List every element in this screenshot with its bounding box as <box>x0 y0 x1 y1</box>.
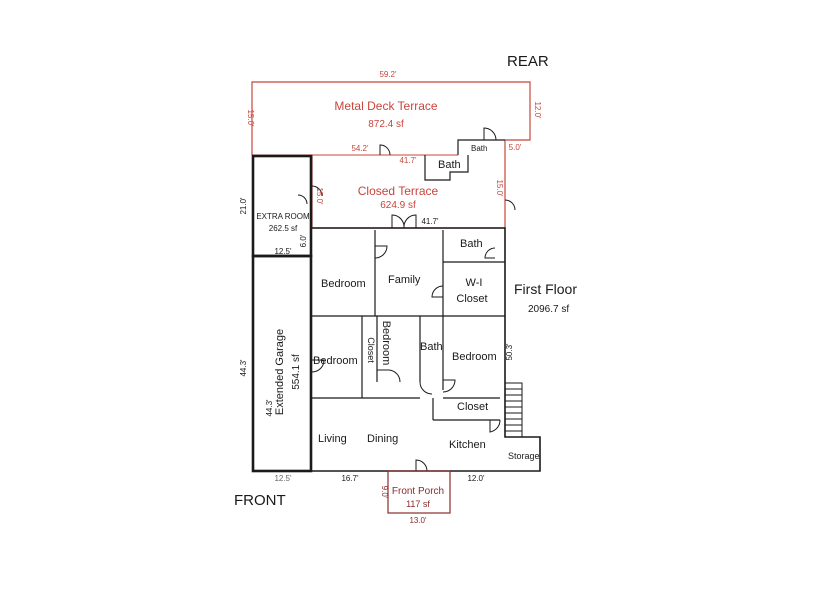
front-porch-walls <box>387 470 451 514</box>
dim-garage-outer: 44.3' <box>239 359 248 377</box>
bath-mid-label: Bath <box>420 341 443 353</box>
extended-garage-area: 554.1 sf <box>291 354 302 390</box>
dim-terrace-top: 41.7' <box>399 156 417 165</box>
bedroom-vertical-label: Bedroom <box>380 321 392 366</box>
storage-label: Storage <box>508 451 540 461</box>
bedroom-right-label: Bedroom <box>452 351 497 363</box>
door <box>431 285 444 298</box>
closet-vertical-label: Closet <box>366 337 376 363</box>
wi-closet-label-2: Closet <box>456 293 487 305</box>
bath-small-label: Bath <box>471 144 487 153</box>
bath-top-walls <box>424 155 469 181</box>
closed-terrace-area: 624.9 sf <box>380 200 416 211</box>
dim-deck-inner: 54.2' <box>351 144 369 153</box>
closet-label: Closet <box>457 401 488 413</box>
bedroom-left-label: Bedroom <box>321 278 366 290</box>
dim-deck-step: 5.0' <box>509 143 522 152</box>
dim-front-left: 16.7' <box>341 474 359 483</box>
dim-front-right: 12.0' <box>467 474 485 483</box>
dim-deck-left: 15.0' <box>246 109 255 127</box>
dim-deck-right: 12.0' <box>533 101 542 119</box>
door <box>484 247 496 259</box>
metal-deck-terrace-area: 872.4 sf <box>368 119 404 130</box>
dim-extra-height: 21.0' <box>239 197 248 215</box>
door <box>489 419 501 433</box>
extra-room-label: EXTRA ROOM <box>256 212 310 221</box>
bath-right-label: Bath <box>460 238 483 250</box>
bath-top-label: Bath <box>438 159 461 171</box>
front-label: FRONT <box>234 492 286 509</box>
living-label: Living <box>318 433 347 445</box>
stairs <box>504 382 523 438</box>
terrace-double-door <box>391 214 417 229</box>
terrace-door-left <box>311 185 323 197</box>
rear-label: REAR <box>507 53 549 70</box>
metal-deck-terrace-label: Metal Deck Terrace <box>334 99 437 113</box>
front-porch-area: 117 sf <box>406 499 430 509</box>
bath-small-walls <box>457 139 505 155</box>
dim-extra-width: 12.5' <box>274 247 292 256</box>
dim-garage-inner: 44.3' <box>265 399 274 417</box>
dim-porch-depth: 9.0' <box>380 486 389 499</box>
door <box>419 381 433 395</box>
front-porch-label: Front Porch <box>392 486 444 497</box>
closed-terrace-label: Closed Terrace <box>358 184 439 198</box>
bath-small-door <box>483 127 497 141</box>
dim-porch-width: 13.0' <box>409 516 427 525</box>
family-label: Family <box>388 274 421 286</box>
door <box>377 369 401 383</box>
door <box>374 245 388 259</box>
deck-door-left <box>379 144 391 156</box>
dim-terrace-right: 15.0' <box>495 179 504 197</box>
wi-closet-label-1: W-I <box>466 277 483 289</box>
house-outline <box>310 227 541 472</box>
dim-house-depth: 50.3' <box>505 343 514 361</box>
kitchen-label: Kitchen <box>449 439 486 451</box>
dim-extra-inner: 6.0' <box>299 234 308 247</box>
dim-terrace-left: 15.0' <box>315 187 324 205</box>
extra-room-area: 262.5 sf <box>269 224 298 233</box>
first-floor-area: 2096.7 sf <box>528 304 569 315</box>
dim-terrace-bottom: 41.7' <box>421 217 439 226</box>
extended-garage-label: Extended Garage <box>274 329 286 415</box>
dining-label: Dining <box>367 433 398 445</box>
first-floor-label: First Floor <box>514 281 577 297</box>
bedroom-mid-left-label: Bedroom <box>313 355 358 367</box>
dim-deck-width: 59.2' <box>379 70 397 79</box>
extra-room-door <box>297 194 308 205</box>
deck-terrace-outline <box>251 81 531 155</box>
dim-garage-width: 12.5' <box>274 474 292 483</box>
terrace-door-right <box>504 199 516 211</box>
door <box>311 359 325 373</box>
door <box>442 379 456 393</box>
door <box>415 459 428 472</box>
